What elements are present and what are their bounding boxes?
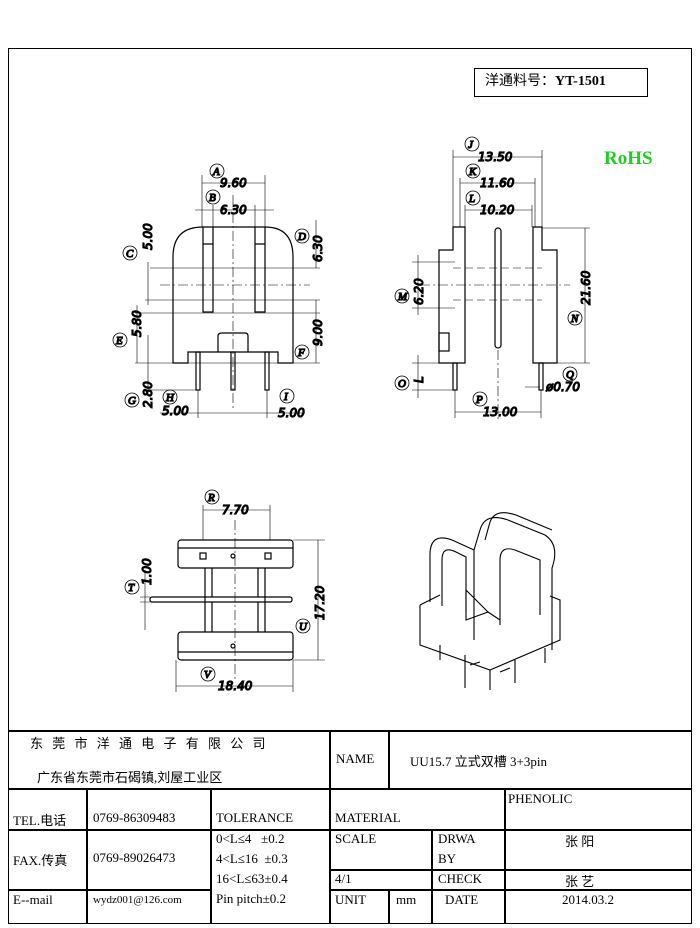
divider: [329, 889, 692, 891]
dim-k-label: K: [468, 166, 477, 178]
dim-q-value: ø0.70: [545, 380, 580, 394]
part-number-box: 洋通料号：YT-1501: [474, 68, 648, 97]
tel-label: TEL.电话: [13, 813, 67, 828]
dim-b-value: 6.30: [220, 203, 247, 217]
dim-l-value: 10.20: [480, 203, 515, 217]
bottom-view: 7.70 1.00 17.20 18.40 R T U V: [124, 489, 328, 694]
tolerance-row: 4<L≤16 ±0.3: [216, 851, 288, 866]
dim-n-value: 21.60: [579, 270, 593, 305]
dim-f-label: F: [297, 347, 305, 359]
tolerance-label: TOLERANCE: [216, 810, 294, 825]
dim-t-value: 1.00: [140, 558, 154, 585]
dim-c-label: C: [126, 248, 134, 260]
dim-u-label: U: [299, 621, 308, 633]
email-label: E--mail: [13, 892, 53, 907]
dim-d-value: 6.30: [311, 235, 325, 262]
dim-v-value: 18.40: [218, 679, 253, 693]
dim-o-label: O: [398, 378, 406, 390]
tel-value: 0769-86309483: [93, 810, 176, 825]
material-value: PHENOLIC: [508, 791, 573, 806]
divider: [329, 869, 692, 871]
divider: [8, 829, 504, 831]
dim-c-value: 5.00: [141, 223, 155, 250]
technical-drawing: 9.60 6.30 5.00 5.00 5.00 6.30 5.80 9.00 …: [112, 136, 594, 694]
company-address: 广东省东莞市石碣镇,刘屋工业区: [37, 770, 223, 785]
part-number: YT-1501: [555, 74, 606, 89]
scale-label: SCALE: [335, 831, 377, 846]
unit-label: UNIT: [335, 892, 367, 907]
divider: [504, 788, 506, 924]
scale-value: 4/1: [335, 871, 352, 886]
dim-a-label: A: [212, 166, 220, 178]
drawn-by-label-2: BY: [438, 851, 457, 866]
dim-j-value: 13.50: [478, 150, 513, 164]
dim-i-label: I: [283, 391, 289, 403]
check-value: 张 艺: [565, 874, 595, 889]
divider: [329, 730, 331, 924]
divider: [388, 889, 390, 924]
dim-t-label: T: [128, 582, 135, 594]
dim-p-label: P: [475, 394, 483, 406]
drawn-by-value: 张 阳: [565, 834, 595, 849]
divider: [8, 788, 692, 790]
fax-value: 0769-89026473: [93, 850, 176, 865]
isometric-view: [419, 512, 561, 690]
fax-label: FAX.传真: [13, 853, 68, 868]
tolerance-row: Pin pitch±0.2: [216, 891, 286, 906]
date-label: DATE: [445, 892, 479, 907]
divider: [210, 788, 212, 924]
tolerance-row: 0<L≤4 ±0.2: [216, 831, 285, 846]
dim-g-label: G: [128, 395, 136, 407]
divider: [86, 788, 88, 924]
dim-m-value: 6.20: [412, 278, 426, 305]
tolerance-row: 16<L≤63±0.4: [216, 871, 288, 886]
drawn-by-label: DRWA: [438, 831, 476, 846]
divider: [388, 730, 390, 788]
divider: [504, 829, 692, 831]
dim-h-label: H: [165, 392, 175, 404]
dim-f-value: 9.00: [311, 319, 325, 346]
date-value: 2014.03.2: [562, 892, 614, 907]
dim-r-value: 7.70: [222, 503, 249, 517]
material-label: MATERIAL: [335, 810, 401, 825]
dim-o-value: L: [412, 376, 426, 383]
dim-h-value: 5.00: [162, 404, 189, 418]
dim-q-label: Q: [566, 369, 574, 381]
dim-p-value: 13.00: [483, 405, 518, 419]
dim-v-label: V: [204, 669, 212, 681]
dim-a-value: 9.60: [220, 176, 247, 190]
check-label: CHECK: [438, 871, 483, 886]
divider: [8, 889, 210, 891]
name-label: NAME: [336, 751, 375, 766]
dim-g-value: 2.80: [141, 381, 155, 408]
dim-k-value: 11.60: [480, 176, 515, 190]
divider: [8, 730, 692, 732]
dim-r-label: R: [207, 492, 215, 504]
sheet-border: [8, 48, 692, 924]
dim-i-value: 5.00: [278, 406, 305, 420]
part-number-label: 洋通料号：: [485, 74, 555, 89]
rohs-mark: RoHS: [604, 148, 653, 169]
email-value: wydz001@126.com: [93, 894, 182, 906]
side-view: 13.50 11.60 10.20 6.20 21.60 L 13.00 ø0.…: [394, 136, 594, 420]
unit-value: mm: [396, 892, 417, 907]
dim-j-label: J: [468, 139, 474, 151]
dim-e-value: 5.80: [130, 310, 144, 337]
dim-b-label: B: [209, 192, 216, 204]
dim-d-label: D: [297, 231, 306, 243]
dim-l-label: L: [468, 193, 475, 205]
dim-m-label: M: [397, 291, 408, 303]
part-name: UU15.7 立式双槽 3+3pin: [410, 754, 547, 769]
front-view: 9.60 6.30 5.00 5.00 5.00 6.30 5.80 9.00 …: [112, 163, 326, 421]
dim-e-label: E: [115, 335, 123, 347]
company-name: 东 莞 市 洋 通 电 子 有 限 公 司: [30, 736, 269, 751]
dim-n-label: N: [570, 313, 579, 325]
dim-u-value: 17.20: [313, 585, 327, 620]
divider: [431, 829, 433, 924]
